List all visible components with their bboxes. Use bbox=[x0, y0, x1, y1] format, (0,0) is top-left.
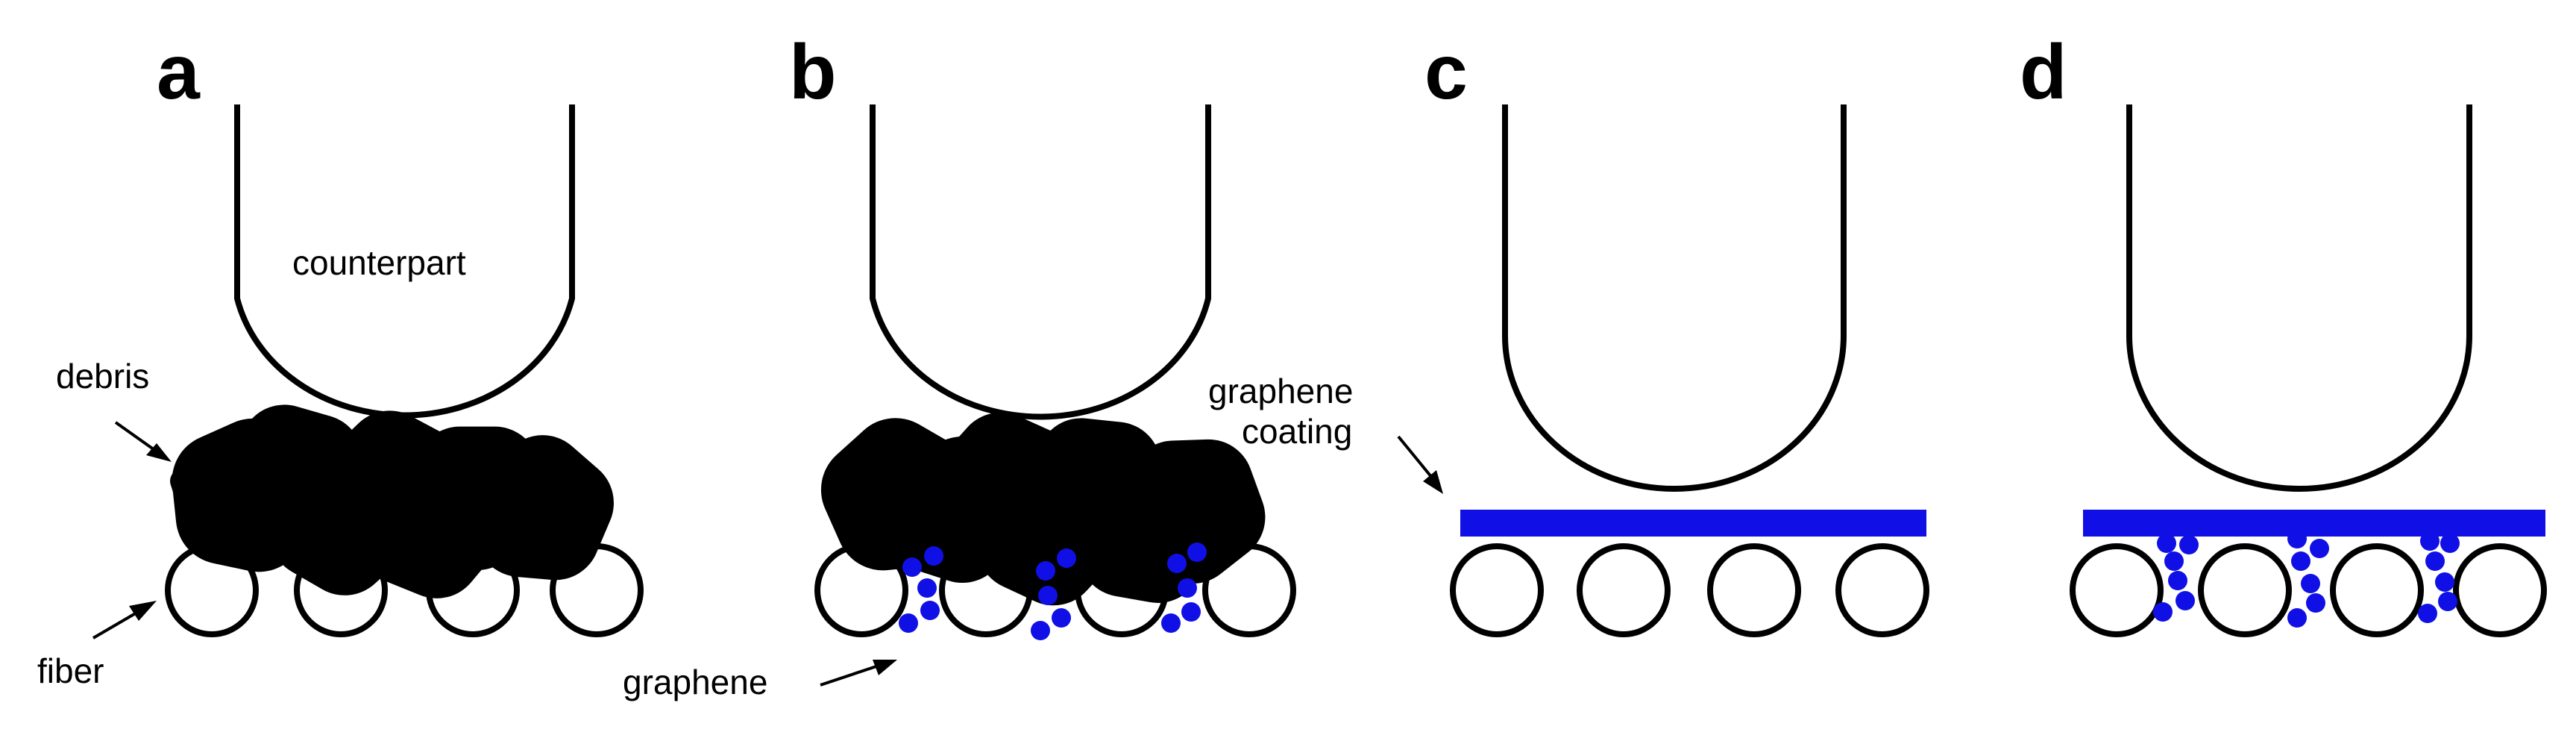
debris-label: debris bbox=[56, 357, 149, 395]
graphene-coating-arrow bbox=[1397, 435, 1443, 494]
panel-d: d bbox=[2020, 29, 2547, 637]
fiber-d-1 bbox=[2070, 543, 2164, 637]
fiber-d-4 bbox=[2453, 543, 2547, 637]
panel-label-a: a bbox=[157, 29, 201, 116]
fiber-c-3 bbox=[1707, 543, 1801, 637]
counterpart-pin-c bbox=[1502, 104, 1847, 492]
fiber-c-2 bbox=[1577, 543, 1671, 637]
counterpart-label: counterpart bbox=[292, 243, 466, 282]
debris-cluster-b bbox=[866, 448, 1232, 565]
graphene-coating-label-line1: graphene bbox=[1208, 372, 1353, 410]
fiber-label: fiber bbox=[37, 651, 104, 690]
fiber-d-3 bbox=[2330, 543, 2424, 637]
panel-c: c graphene coating bbox=[1208, 29, 1929, 637]
fiber-c-1 bbox=[1450, 543, 1544, 637]
graphene-label: graphene bbox=[623, 663, 767, 701]
graphene-coating-layer-c bbox=[1460, 510, 1926, 537]
graphene-coating-layer-d bbox=[2083, 510, 2545, 537]
panel-b: b bbox=[623, 29, 1296, 701]
fiber-d-2 bbox=[2198, 543, 2292, 637]
debris-cluster-a bbox=[183, 440, 571, 557]
counterpart-pin-b bbox=[870, 104, 1211, 420]
panel-a: a counterpart debris bbox=[37, 29, 644, 690]
fiber-arrow bbox=[92, 601, 157, 640]
graphene-particles-d bbox=[2153, 529, 2460, 628]
debris-arrow bbox=[114, 421, 172, 462]
graphene-arrow bbox=[820, 660, 897, 687]
fiber-c-4 bbox=[1835, 543, 1929, 637]
graphene-coating-label-line2: coating bbox=[1242, 412, 1352, 451]
panel-label-b: b bbox=[789, 29, 837, 116]
graphene-particles-b bbox=[899, 543, 1207, 640]
panel-label-c: c bbox=[1424, 29, 1468, 116]
counterpart-pin-d bbox=[2126, 104, 2472, 492]
panel-label-d: d bbox=[2020, 29, 2067, 116]
